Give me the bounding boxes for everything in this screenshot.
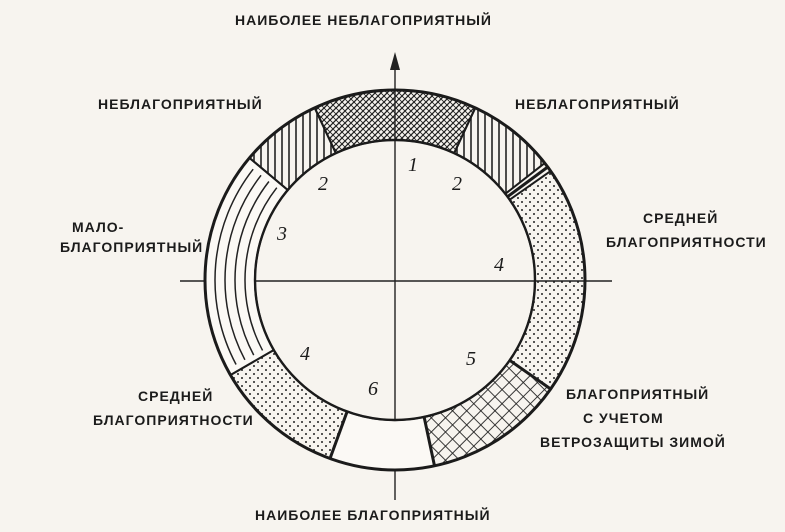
label-upper-right-unfavorable: НЕБЛАГОПРИЯТНЫЙ: [515, 96, 680, 112]
sector-number-4-left: 4: [300, 343, 310, 365]
outer-ring-outline: [203, 88, 587, 472]
label-lower-right-line1: БЛАГОПРИЯТНЫЙ: [566, 386, 710, 402]
sector-s3-arc-2: [234, 181, 270, 356]
sector-s3-arc-3: [224, 174, 262, 361]
label-lower-right-line2: С УЧЕТОМ: [583, 410, 664, 426]
sector-number-6: 6: [368, 378, 378, 400]
sector-number-1: 1: [408, 154, 418, 176]
label-left-line1: МАЛО-: [72, 219, 125, 235]
sector-sep-right-lower: [508, 359, 552, 391]
label-left-line2: БЛАГОПРИЯТНЫЙ: [60, 239, 204, 255]
sector-number-3: 3: [277, 223, 287, 245]
sector-sep-right-upper: [506, 165, 549, 198]
label-bottom-most-favorable: НАИБОЛЕЕ БЛАГОПРИЯТНЫЙ: [255, 507, 491, 523]
sector-number-5: 5: [466, 348, 476, 370]
label-right-line1: СРЕДНЕЙ: [643, 210, 719, 226]
label-right-line2: БЛАГОПРИЯТНОСТИ: [606, 234, 767, 250]
sector-number-2-right: 2: [452, 173, 462, 195]
sector-number-2-left: 2: [318, 173, 328, 195]
label-lower-right-line3: ВЕТРОЗАЩИТЫ ЗИМОЙ: [540, 434, 726, 450]
sector-sep-left-lower: [328, 411, 349, 460]
sector-s3-arc-1: [244, 187, 278, 351]
label-lower-left-line1: СРЕДНЕЙ: [138, 388, 214, 404]
inner-ring-outline: [253, 138, 537, 422]
label-lower-left-line2: БЛАГОПРИЯТНОСТИ: [93, 412, 254, 428]
label-upper-left-unfavorable: НЕБЛАГОПРИЯТНЫЙ: [98, 96, 263, 112]
sector-s3-arc-4: [214, 168, 254, 365]
label-top-most-unfavorable: НАИБОЛЕЕ НЕБЛАГОПРИЯТНЫЙ: [235, 12, 492, 28]
north-arrow-head: [390, 52, 400, 70]
sector-s4-right: [508, 169, 586, 391]
sector-sep-bottom-right: [422, 416, 436, 467]
sector-number-4-right: 4: [494, 254, 504, 276]
